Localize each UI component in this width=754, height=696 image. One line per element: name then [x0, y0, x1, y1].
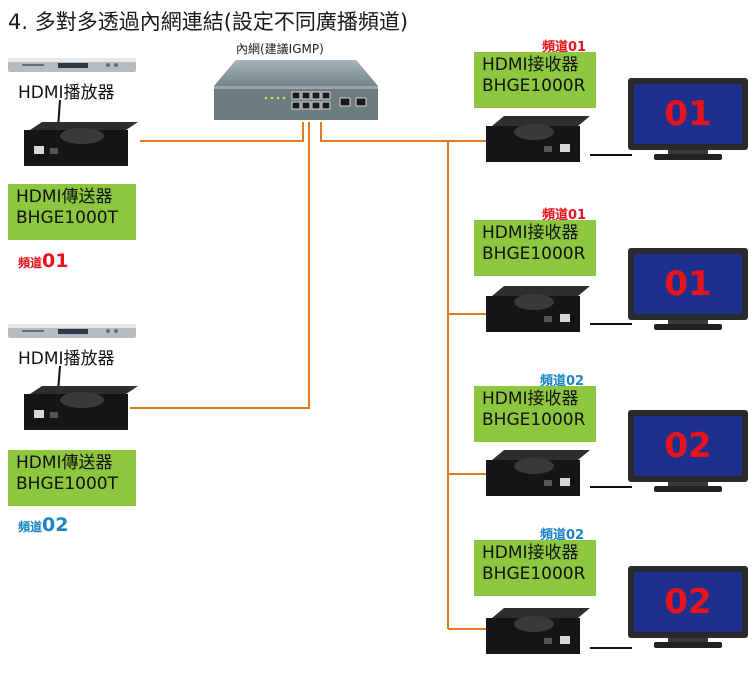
tx1-channel-number: 01 — [42, 250, 69, 272]
tx1-network-line — [140, 122, 304, 142]
tx2-device-label: HDMI傳送器 BHGE1000T — [8, 450, 136, 506]
extender-box-icon — [24, 386, 138, 430]
rx3-model: BHGE1000R — [482, 410, 586, 430]
rx4-tv-number: 02 — [664, 582, 711, 622]
tv-monitor-icon: 01 — [628, 248, 748, 330]
tx2-channel-number: 02 — [42, 514, 69, 536]
tv-monitor-icon: 02 — [628, 566, 748, 648]
rx4-device-label: HDMI接收器 BHGE1000R — [474, 540, 596, 596]
tx1-player-label: HDMI播放器 — [18, 83, 115, 103]
rx1-model: BHGE1000R — [482, 76, 586, 96]
extender-box-icon — [486, 286, 590, 332]
rx4-model: BHGE1000R — [482, 564, 586, 584]
network-switch-icon — [214, 60, 378, 120]
rx1-channel-label: 頻道01 — [542, 40, 587, 55]
tx2-channel-label: 頻道02 — [18, 514, 68, 536]
dvd-player-icon — [8, 58, 136, 72]
rx2-channel-label: 頻道01 — [542, 208, 587, 223]
tv-monitor-icon: 01 — [628, 78, 748, 160]
rx1-device-name: HDMI接收器 — [482, 55, 579, 75]
extender-box-icon — [486, 450, 590, 496]
tx2-model: BHGE1000T — [16, 474, 119, 494]
extender-box-icon — [486, 608, 590, 654]
switch-label: 內網(建議IGMP) — [236, 42, 324, 56]
rx3-channel-label: 頻道02 — [540, 374, 585, 389]
rx4-channel-label: 頻道02 — [540, 528, 585, 543]
tx1-model: BHGE1000T — [16, 208, 119, 228]
tx2-network-line — [130, 122, 310, 409]
rx3-device-label: HDMI接收器 BHGE1000R — [474, 386, 596, 442]
tx2-device-name: HDMI傳送器 — [16, 453, 113, 473]
tv-monitor-icon: 02 — [628, 410, 748, 492]
tx2-channel-prefix: 頻道 — [18, 520, 43, 534]
extender-box-icon — [486, 116, 590, 162]
tx1-device-label: HDMI傳送器 BHGE1000T — [8, 184, 136, 240]
rx4-device-name: HDMI接收器 — [482, 543, 579, 563]
rx2-device-label: HDMI接收器 BHGE1000R — [474, 220, 596, 276]
tx1-device-name: HDMI傳送器 — [16, 187, 113, 207]
dvd-player-icon — [8, 324, 136, 338]
tx1-channel-label: 頻道01 — [18, 250, 68, 272]
page-title: 4. 多對多透過內網連結(設定不同廣播頻道) — [8, 10, 409, 34]
rx1-tv-number: 01 — [664, 94, 711, 134]
rx2-model: BHGE1000R — [482, 244, 586, 264]
tx2-player-label: HDMI播放器 — [18, 349, 115, 369]
rx3-tv-number: 02 — [664, 426, 711, 466]
rx1-device-label: HDMI接收器 BHGE1000R — [474, 52, 596, 108]
tx1-channel-prefix: 頻道 — [18, 256, 43, 270]
rx3-device-name: HDMI接收器 — [482, 389, 579, 409]
extender-box-icon — [24, 122, 138, 166]
rx2-tv-number: 01 — [664, 264, 711, 304]
switch-uplink-line — [320, 122, 448, 142]
rx2-device-name: HDMI接收器 — [482, 223, 579, 243]
